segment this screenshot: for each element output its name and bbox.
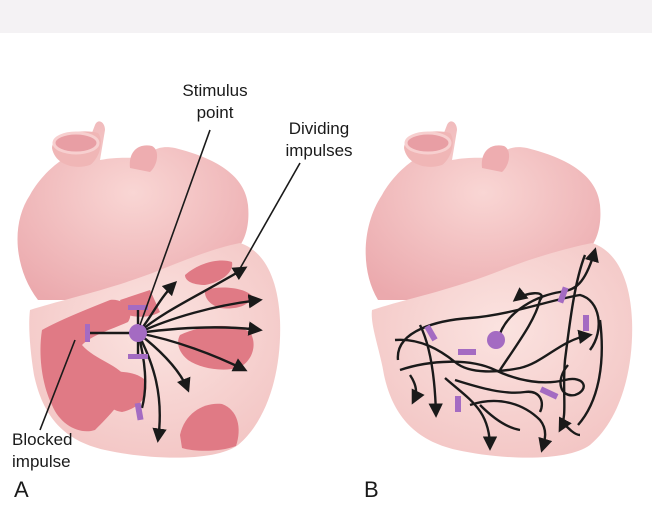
blocked-impulse-label: Blocked impulse [12, 429, 72, 473]
top-band [0, 0, 652, 33]
heart-b [365, 121, 633, 458]
panel-a-label: A [14, 477, 29, 502]
stimulus-label-line2: point [196, 103, 234, 122]
stimulus-label-line1: Stimulus [182, 81, 248, 100]
dividing-label-line2: impulses [285, 141, 353, 160]
heart-a [17, 121, 301, 458]
heart-b-aorta-opening [404, 131, 452, 155]
blocked-label-line2: impulse [12, 452, 71, 471]
heart-a-block-markers [85, 305, 148, 421]
stimulus-point-a [129, 324, 147, 342]
heart-b-block-markers [424, 286, 589, 412]
panel-b-label: B [364, 477, 379, 502]
stimulus-point-b [487, 331, 505, 349]
heart-a-leader-lines [39, 129, 301, 431]
stimulus-point-label: Stimulus point [180, 80, 250, 124]
heart-a-vessel [129, 145, 158, 172]
blocked-label-line1: Blocked [12, 430, 73, 449]
dividing-impulses-label: Dividing impulses [274, 118, 364, 162]
heart-b-vessel [481, 145, 510, 172]
heart-b-impulse-paths [394, 247, 603, 453]
dividing-label-line1: Dividing [288, 119, 350, 138]
heart-a-aorta-opening [52, 131, 100, 155]
